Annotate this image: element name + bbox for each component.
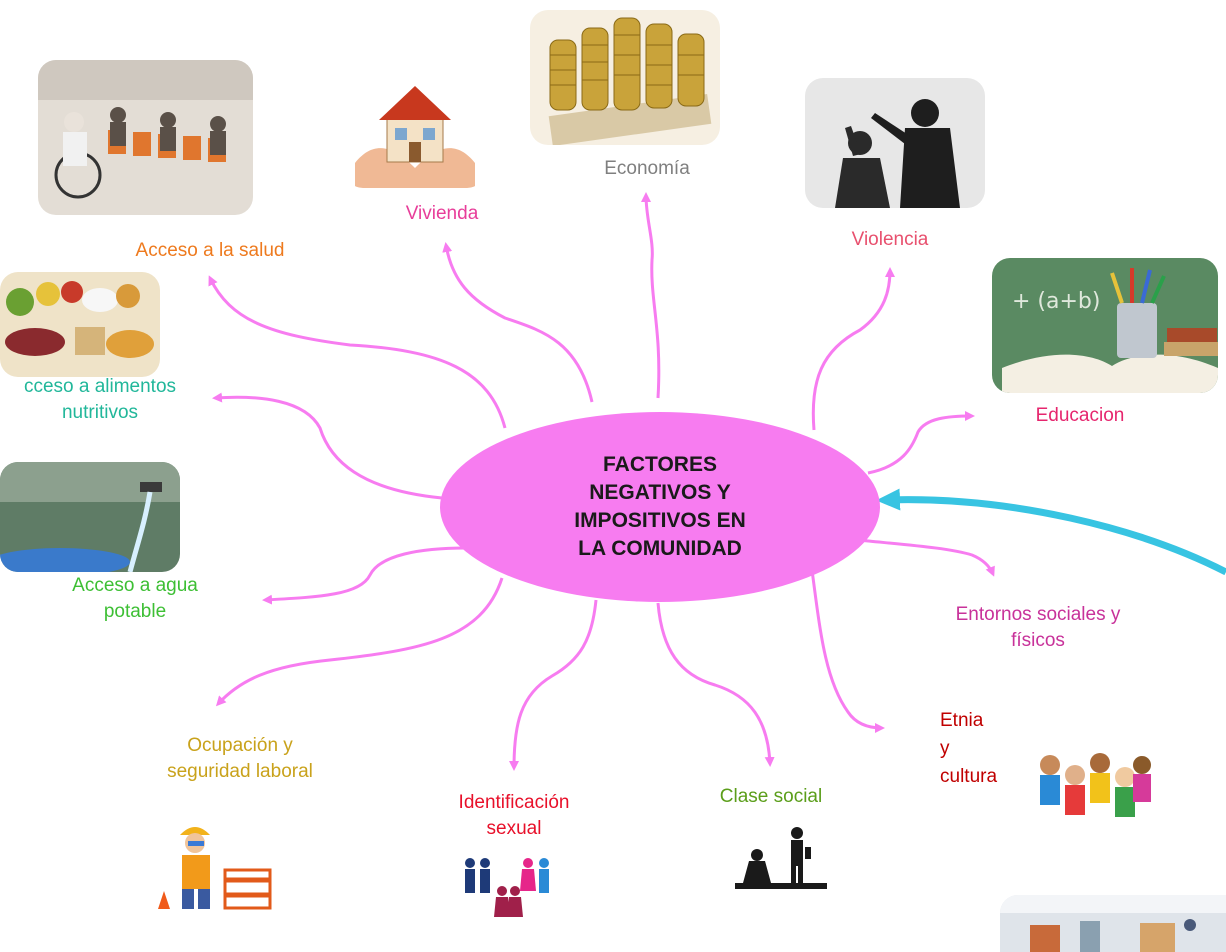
factor-label-educacion: Educacion: [1035, 405, 1125, 426]
arrow-agua: [262, 546, 467, 605]
factor-label-ocupacion: Ocupación y seguridad laboral: [167, 735, 313, 782]
classroom-photo: [1000, 895, 1226, 952]
central-topic: FACTORES NEGATIVOS Y IMPOSITIVOS EN LA C…: [440, 412, 880, 602]
waiting-room-icon: [38, 60, 253, 215]
factor-label-clase: Clase social: [719, 786, 823, 807]
violence-silhouette-icon: [805, 78, 985, 208]
arrow-alimentos: [212, 392, 443, 500]
factor-label-entornos: Entornos sociales y físicos: [955, 604, 1121, 651]
factor-label-violencia: Violencia: [851, 229, 929, 250]
food-icon: [0, 272, 160, 377]
factor-label-salud: Acceso a la salud: [135, 240, 285, 261]
social-class-silhouette-icon: [735, 825, 827, 890]
arrow-educacion: [867, 411, 975, 475]
svg-text:+ (a+b): + (a+b): [1012, 289, 1100, 314]
people-figures-icon: [460, 855, 555, 930]
arrow-etnia: [810, 569, 885, 733]
factor-label-economia: Economía: [604, 158, 690, 179]
factor-label-sexual: Identificación sexual: [458, 792, 570, 839]
coins-icon: [530, 10, 720, 145]
arrow-violencia: [811, 267, 895, 431]
water-tap-icon: [0, 462, 180, 572]
feedback-arrow: [876, 488, 1226, 576]
factor-label-agua: Acceso a agua potable: [72, 575, 198, 622]
arrow-entornos: [857, 538, 995, 577]
construction-worker-icon: [150, 815, 280, 915]
factor-label-etnia: Etnia y cultura: [940, 710, 998, 787]
house-in-hands-icon: [345, 68, 485, 188]
arrow-salud: [208, 275, 507, 429]
arrow-economia: [641, 192, 661, 399]
arrow-clase: [656, 602, 775, 767]
factor-label-vivienda: Vivienda: [405, 203, 479, 224]
arrow-sexual: [509, 599, 598, 771]
arrow-ocupacion: [215, 577, 504, 707]
central-topic-text: FACTORES NEGATIVOS Y IMPOSITIVOS EN LA C…: [574, 453, 746, 560]
factor-label-alimentos: cceso a alimentos nutritivos: [23, 376, 177, 423]
children-cultures-icon: [1030, 735, 1155, 825]
books-pencils-icon: + (a+b): [992, 258, 1218, 393]
arrow-vivienda: [442, 242, 594, 403]
